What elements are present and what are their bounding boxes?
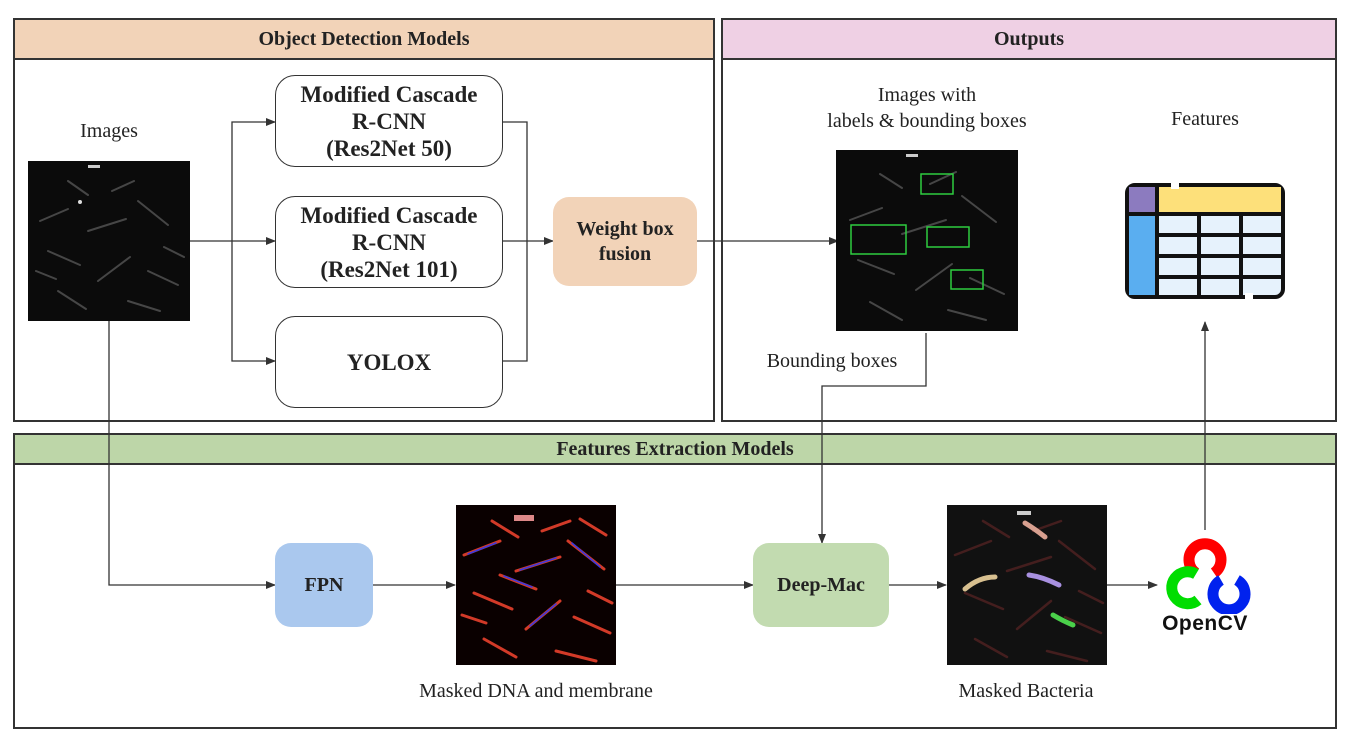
- outputs-header: Outputs: [721, 18, 1337, 60]
- masked-bacteria-label: Masked Bacteria: [958, 680, 1094, 702]
- opencv-logo-icon: OpenCV: [1157, 528, 1253, 640]
- fpn-block: FPN: [275, 543, 373, 627]
- features-label: Features: [1171, 108, 1239, 130]
- features-extraction-header: Features Extraction Models: [13, 433, 1337, 465]
- masked-dna-label: Masked DNA and membrane: [419, 680, 653, 702]
- object-detection-title: Object Detection Models: [258, 27, 470, 50]
- table-icon: [1125, 183, 1285, 299]
- object-detection-header: Object Detection Models: [13, 18, 715, 60]
- labeled-images-label: Images with labels & bounding boxes: [827, 84, 1027, 132]
- bacterium-mask-1: [1022, 520, 1048, 540]
- bbox-2: [850, 224, 907, 255]
- arrow-to-yolox: [231, 241, 276, 365]
- labeled-image-icon: [836, 150, 1018, 331]
- input-image-icon: [28, 161, 190, 321]
- arrow-to-cascade-50: [231, 118, 276, 241]
- bacterium-mask-2: [962, 574, 998, 592]
- arrow-boxes-to-deepmac: [818, 333, 927, 544]
- features-extraction-title: Features Extraction Models: [556, 437, 794, 460]
- bacterium-mask-3: [1026, 572, 1062, 588]
- bounding-boxes-label: Bounding boxes: [766, 350, 898, 372]
- opencv-rings: [1166, 538, 1251, 614]
- bacterium-mask-4: [1050, 612, 1076, 628]
- bbox-4: [950, 269, 984, 290]
- images-label: Images: [80, 120, 138, 142]
- bbox-1: [920, 173, 954, 195]
- weight-box-fusion: Weight box fusion: [553, 197, 697, 286]
- masked-bacteria-image-icon: [947, 505, 1107, 665]
- model-cascade-rcnn-res2net-50: Modified Cascade R-CNN (Res2Net 50): [275, 75, 503, 167]
- model-yolox: YOLOX: [275, 316, 503, 408]
- arrow-images-to-fpn: [108, 321, 276, 589]
- model-cascade-rcnn-res2net-101: Modified Cascade R-CNN (Res2Net 101): [275, 196, 503, 288]
- deep-mac-block: Deep-Mac: [753, 543, 889, 627]
- opencv-logo-text: OpenCV: [1162, 612, 1248, 635]
- bbox-3: [926, 226, 970, 248]
- outputs-title: Outputs: [993, 27, 1065, 50]
- masked-dna-image-icon: [456, 505, 616, 665]
